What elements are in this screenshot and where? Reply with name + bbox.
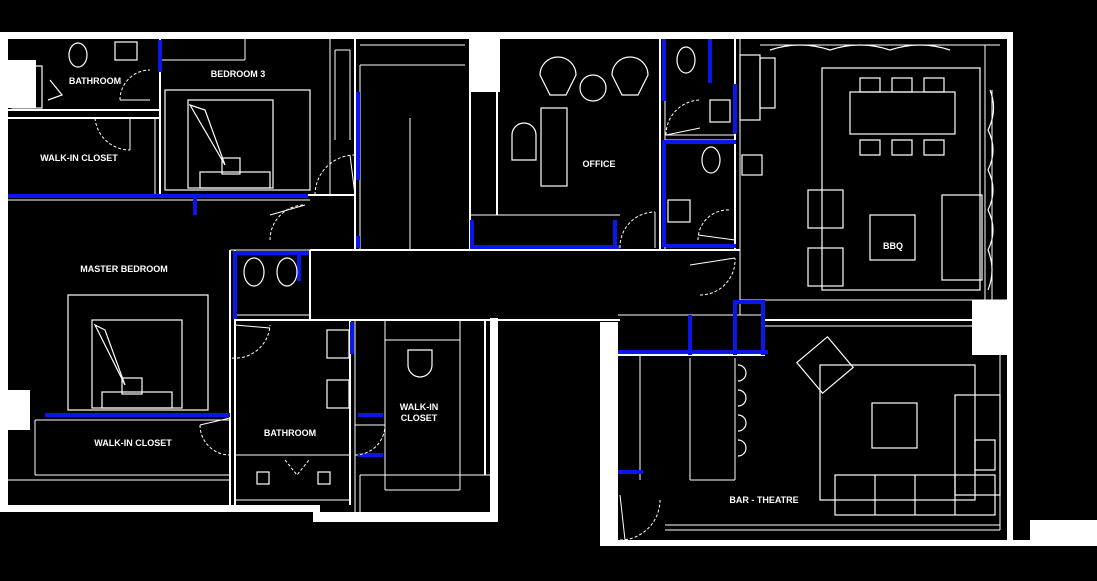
outer-walls: [0, 32, 1097, 546]
label-bbq: BBQ: [883, 241, 903, 251]
interior-walls: [8, 39, 1007, 531]
label-master-bedroom: MASTER BEDROOM: [80, 264, 168, 274]
label-bathroom-center: BATHROOM: [264, 428, 316, 438]
furniture: [11, 41, 1001, 516]
label-walk-in-closet-bottom: WALK-IN CLOSET: [94, 438, 172, 448]
label-walk-in-closet-top: WALK-IN CLOSET: [40, 153, 118, 163]
label-bar-theatre: BAR - THEATRE: [729, 495, 798, 505]
label-bedroom-3: BEDROOM 3: [211, 69, 266, 79]
label-walk-in-center-line2: CLOSET: [401, 413, 438, 423]
label-walk-in-center-line1: WALK-IN: [400, 402, 439, 412]
doors: [94, 69, 736, 541]
room-labels: BATHROOM BEDROOM 3 WALK-IN CLOSET OFFICE…: [40, 69, 903, 505]
label-bathroom-top: BATHROOM: [69, 76, 121, 86]
new-walls-highlight: [8, 39, 768, 474]
label-office: OFFICE: [583, 159, 616, 169]
